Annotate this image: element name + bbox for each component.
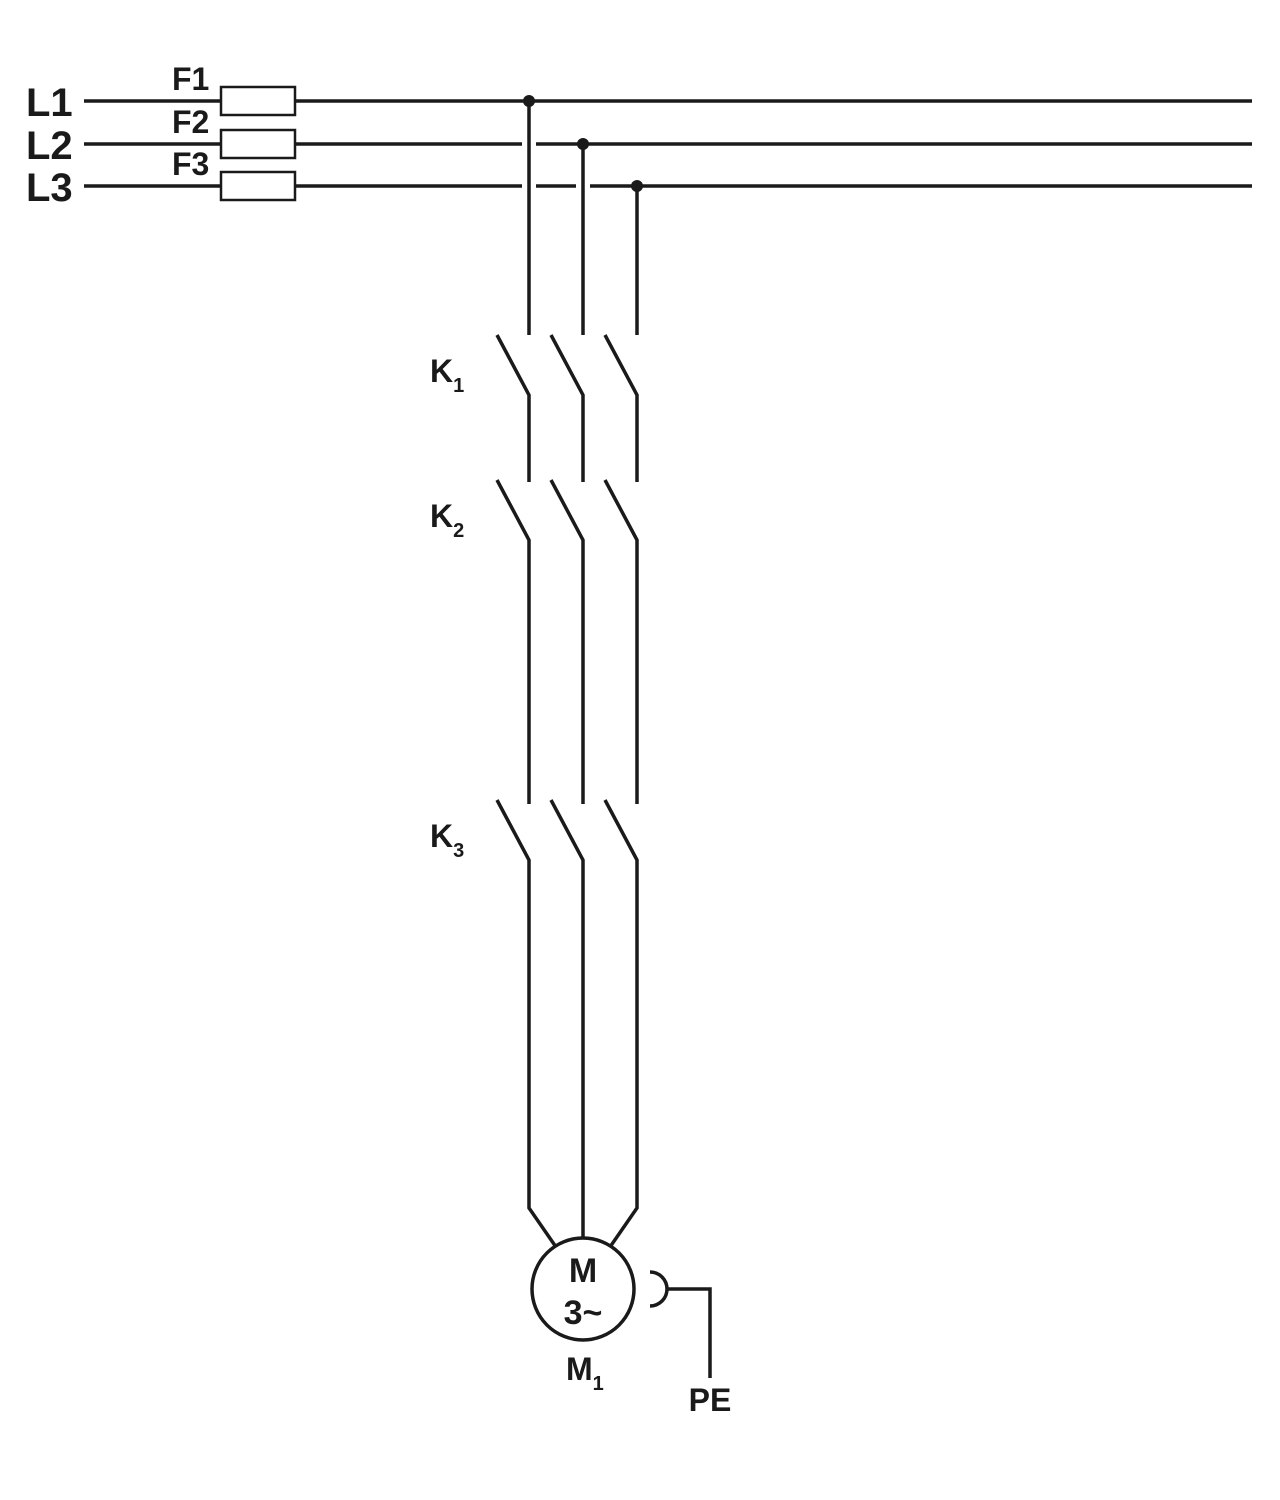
contact-k2-pole-1 <box>495 479 531 804</box>
contactor-label-k3: K3 <box>430 818 464 862</box>
fuse-f3 <box>219 170 297 202</box>
fuse-f1 <box>219 85 297 117</box>
fuses: F1 F2 F3 <box>172 61 297 202</box>
motor-m1: M 3~ M1 <box>530 1236 636 1395</box>
motor-symbol-m: M <box>569 1252 597 1290</box>
motor-circle <box>530 1236 636 1342</box>
earth-label-pe: PE <box>689 1382 732 1418</box>
motor-symbol-3-phase: 3~ <box>564 1294 603 1332</box>
fuse-label-f2: F2 <box>172 104 209 140</box>
contactor-k2: K2 <box>430 479 639 804</box>
contactor-k1: K1 <box>430 334 639 482</box>
contactor-label-k1: K1 <box>430 353 464 397</box>
motor-label-m1: M1 <box>566 1351 604 1395</box>
protective-earth: PE <box>649 1270 732 1418</box>
supply-lines: L1 L2 L3 <box>26 81 1252 210</box>
contact-k3-pole-1 <box>495 799 558 1248</box>
fuse-f2 <box>219 128 297 160</box>
contact-k2-pole-3 <box>603 479 639 804</box>
contact-k3-pole-3 <box>603 799 639 1248</box>
line-label-l2: L2 <box>26 124 73 168</box>
contact-k1-pole-1 <box>495 334 531 482</box>
line-label-l1: L1 <box>26 81 73 125</box>
contactor-label-k2: K2 <box>430 498 464 542</box>
contactor-k3: K3 <box>430 799 639 1248</box>
line-label-l3: L3 <box>26 166 73 210</box>
contact-k1-pole-2 <box>549 334 585 482</box>
fuse-label-f3: F3 <box>172 146 209 182</box>
fuse-label-f1: F1 <box>172 61 209 97</box>
earth-terminal-icon <box>649 1270 669 1308</box>
contact-k2-pole-2 <box>549 479 585 804</box>
contact-k3-pole-2 <box>549 799 585 1238</box>
earth-wire <box>667 1287 712 1378</box>
feeder-wires <box>527 101 639 335</box>
contact-k1-pole-3 <box>603 334 639 482</box>
